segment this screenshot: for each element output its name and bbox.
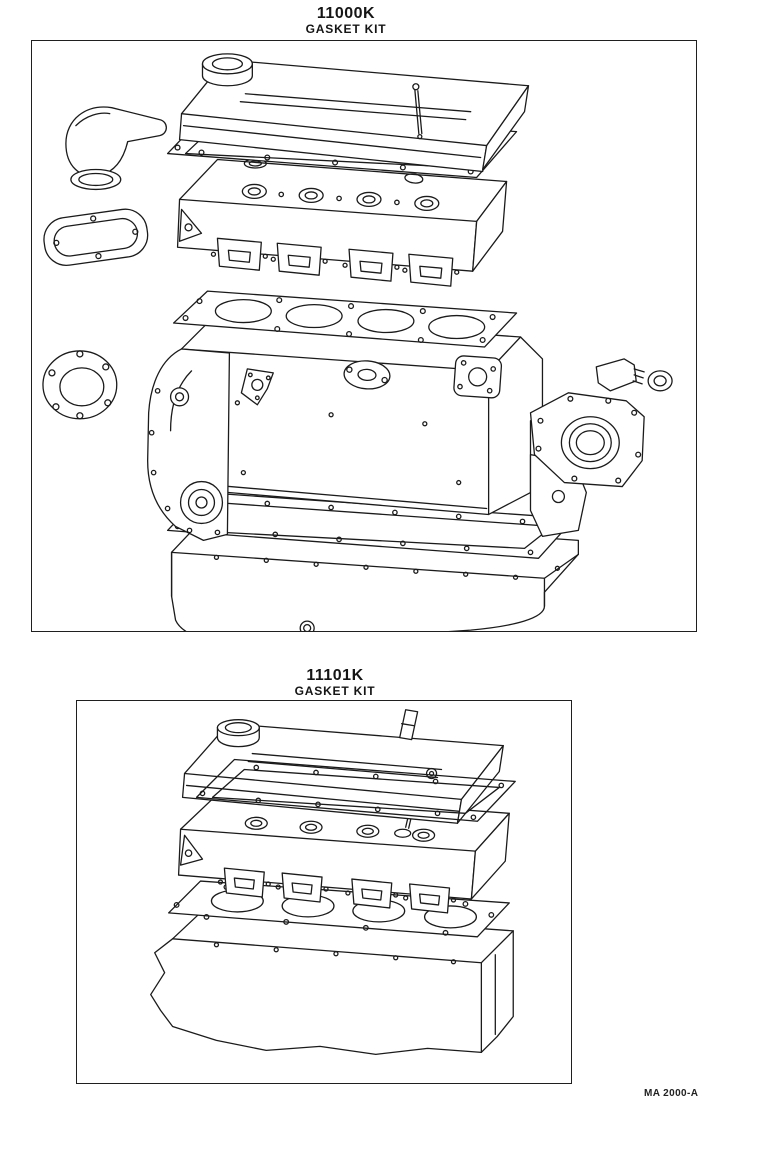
side-cover-gasket-drawing [453, 355, 503, 399]
mounting-stud-drawing [399, 709, 419, 741]
cylinder-head-drawing [176, 130, 508, 287]
cylinder-head-gasket-drawing [172, 290, 518, 348]
engine-block-drawing [147, 314, 587, 542]
water-pump-gasket-drawing [42, 350, 118, 420]
kit-name-label: GASKET KIT [294, 684, 376, 699]
kit-name-label: GASKET KIT [305, 22, 387, 37]
fuel-pump-gasket-drawing [343, 360, 391, 390]
part-number-label: 11101K [306, 667, 364, 684]
engine-overhaul-gasket-kit-drawing [42, 53, 673, 631]
valve-cover-gasket-drawing [195, 758, 516, 822]
rear-seal-retainer-drawing [529, 392, 645, 488]
oil-pressure-sensor-drawing [595, 358, 673, 392]
part-number-label: 11000K [316, 5, 376, 22]
figure1-border-box [31, 40, 697, 632]
figure2-caption: 11101K GASKET KIT [295, 667, 376, 699]
timing-cover-gasket-drawing [240, 368, 274, 406]
rocker-side-gasket-drawing [43, 208, 149, 267]
valve-cover-drawing [178, 53, 530, 173]
figure1-caption: 11000K GASKET KIT [306, 5, 387, 37]
valve-grind-gasket-kit-drawing [150, 709, 516, 1055]
intake-elbow-drawing [65, 106, 167, 191]
engine-block-drawing [150, 908, 514, 1055]
valve-cover-drawing [181, 719, 504, 824]
page-code: MA 2000-A [644, 1088, 699, 1099]
figure2-border-box [76, 700, 572, 1084]
